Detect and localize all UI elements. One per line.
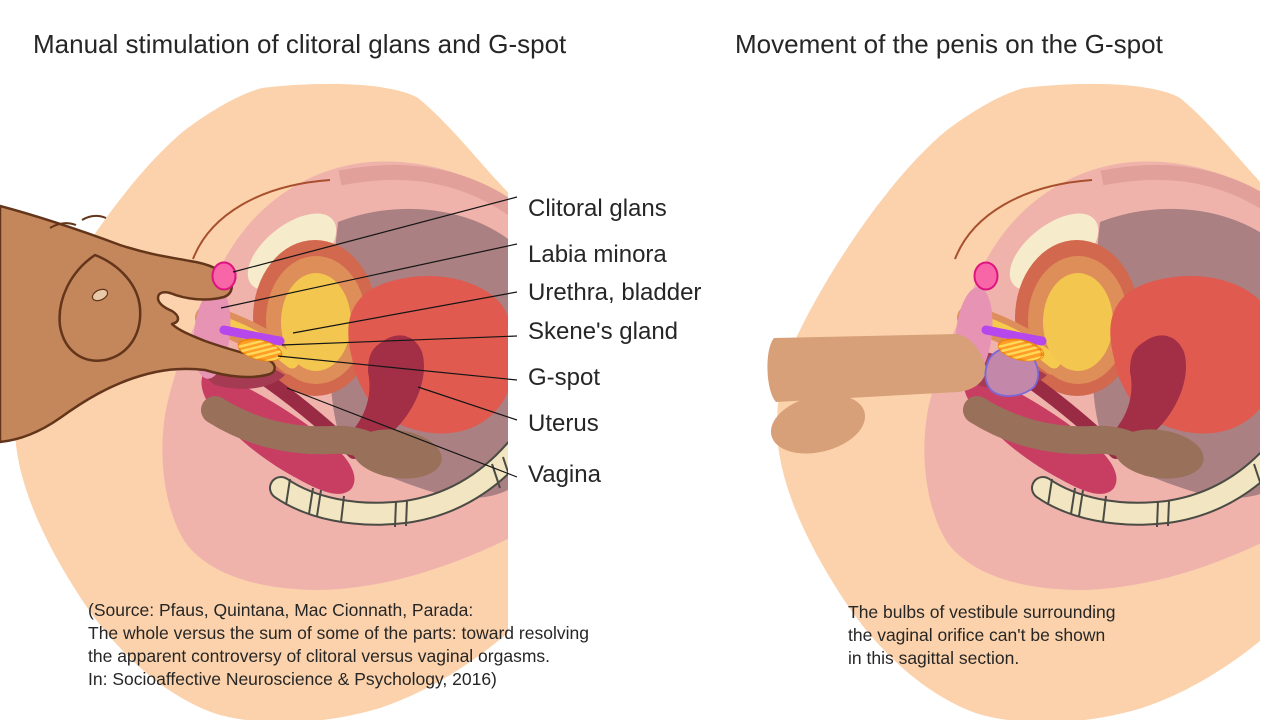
note-line: the vaginal orifice can't be shown — [848, 625, 1106, 645]
label-uterus: Uterus — [528, 410, 599, 437]
leader-line — [281, 335, 518, 346]
source-citation: (Source: Pfaus, Quintana, Mac Cionnath, … — [88, 599, 589, 691]
stimulating-hand — [0, 204, 276, 444]
note-line: The bulbs of vestibule surrounding — [848, 602, 1116, 622]
vestibule-note: The bulbs of vestibule surrounding the v… — [848, 601, 1116, 670]
leader-line — [286, 387, 518, 478]
left-panel-title: Manual stimulation of clitoral glans and… — [33, 29, 567, 59]
source-line: In: Socioaffective Neuroscience & Psycho… — [88, 669, 497, 689]
leader-line — [220, 243, 518, 309]
thumb-nail — [91, 288, 109, 302]
leader-line — [232, 196, 518, 273]
label-vagina: Vagina — [528, 461, 601, 488]
label-clitoral-glans: Clitoral glans — [528, 195, 667, 222]
source-line: (Source: Pfaus, Quintana, Mac Cionnath, … — [88, 600, 474, 620]
label-urethra-bladder: Urethra, bladder — [528, 279, 702, 306]
leader-line — [277, 355, 518, 381]
label-skenes-gland: Skene's gland — [528, 318, 679, 345]
leader-line — [417, 386, 518, 421]
source-line: the apparent controversy of clitoral ver… — [88, 646, 551, 666]
left-diagram-illustration — [0, 80, 508, 720]
source-line: The whole versus the sum of some of the … — [88, 623, 589, 643]
leader-line — [292, 291, 518, 334]
right-diagram-illustration — [760, 80, 1260, 720]
penis-shape — [767, 334, 986, 454]
label-labia-minora: Labia minora — [528, 241, 667, 268]
note-line: in this sagittal section. — [848, 648, 1020, 668]
right-panel-title: Movement of the penis on the G-spot — [735, 29, 1163, 59]
label-g-spot: G-spot — [528, 364, 601, 391]
